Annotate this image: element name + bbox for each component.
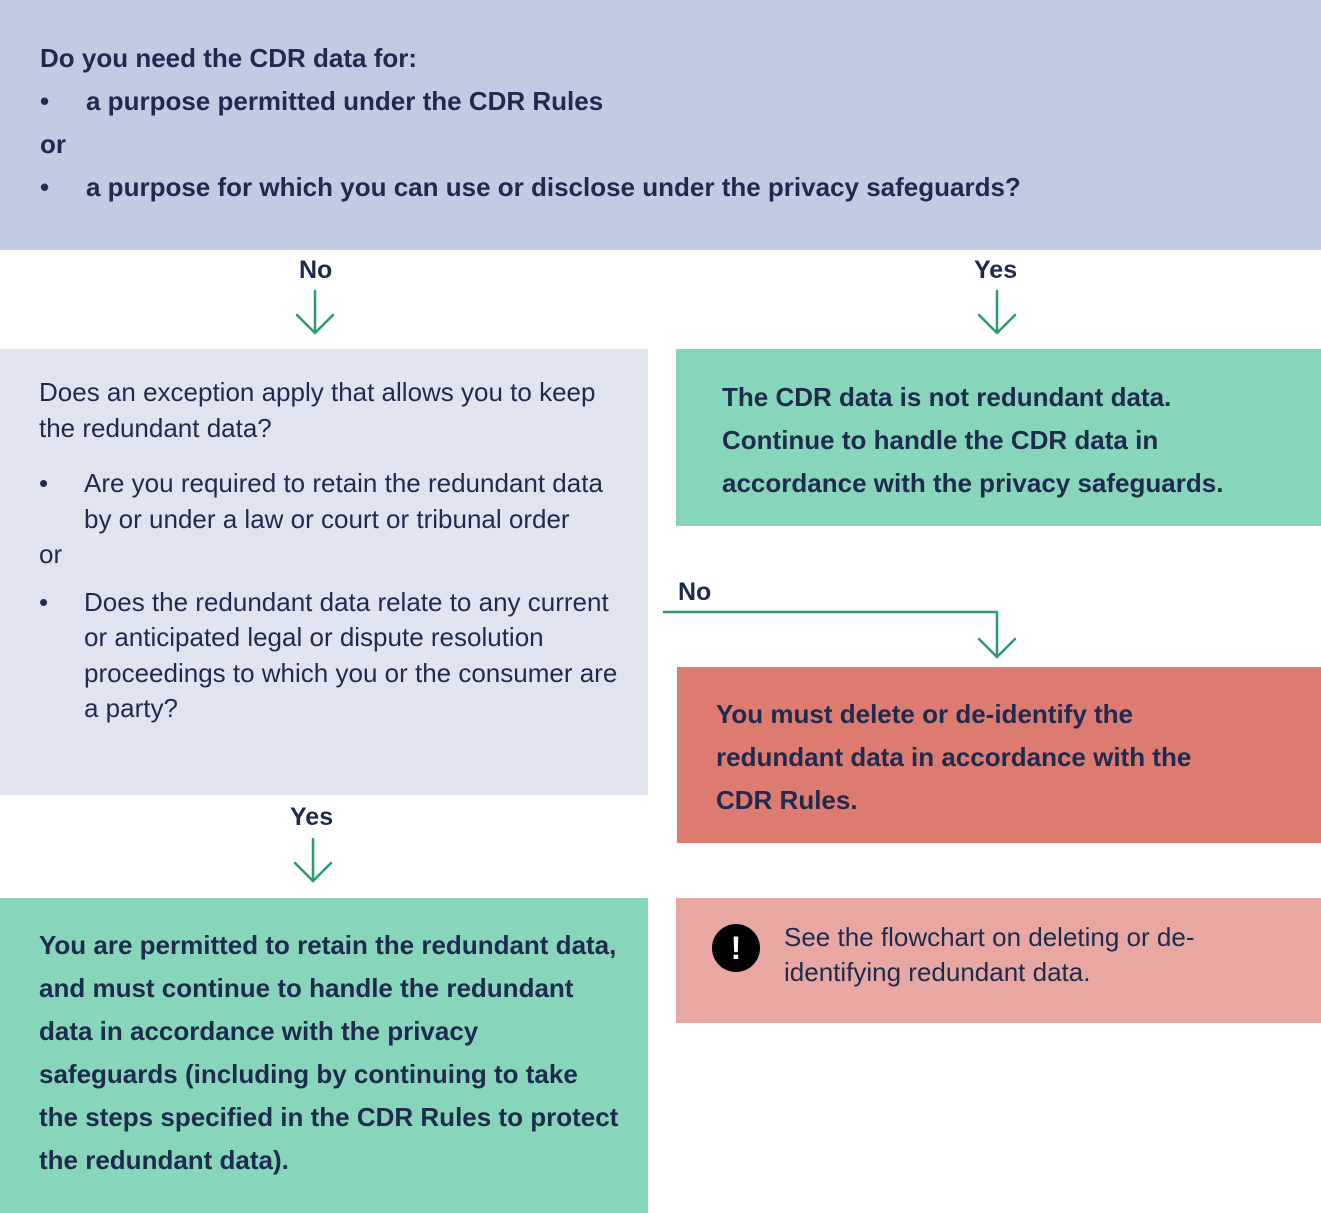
question-bullet-2: • a purpose for which you can use or dis…: [40, 169, 1281, 212]
exception-bullet-2: • Does the redundant data relate to any …: [39, 585, 618, 727]
exception-bullet-2-text: Does the redundant data relate to any cu…: [84, 586, 618, 724]
question-or: or: [40, 129, 66, 159]
not-redundant-line-2: Continue to handle the CDR data in: [722, 425, 1159, 455]
label-no-middle: No: [678, 578, 712, 606]
delete-box: You must delete or de-identify the redun…: [677, 667, 1321, 843]
flowchart-notice-box: See the flowchart on deleting or de-iden…: [676, 898, 1321, 1023]
question-heading: Do you need the CDR data for:: [40, 43, 418, 73]
not-redundant-line-1: The CDR data is not redundant data.: [722, 382, 1172, 412]
arrow-yes-bottom: [293, 837, 333, 883]
arrow-yes-top: [977, 289, 1017, 335]
exclamation-icon: !: [712, 924, 760, 972]
bullet-dot: •: [39, 468, 49, 498]
arrow-no-middle: [662, 610, 1017, 659]
delete-text: You must delete or de-identify the redun…: [716, 699, 1192, 815]
permitted-box: You are permitted to retain the redundan…: [0, 898, 648, 1213]
label-yes-bottom: Yes: [290, 803, 334, 831]
not-redundant-line-3: accordance with the privacy safeguards.: [722, 468, 1224, 498]
label-yes-top: Yes: [974, 256, 1018, 284]
bullet-dot: •: [40, 172, 50, 202]
flowchart-notice-text: See the flowchart on deleting or de-iden…: [784, 922, 1195, 987]
permitted-text: You are permitted to retain the redundan…: [39, 930, 619, 1175]
bullet-dot: •: [39, 586, 49, 617]
question-bullet-1-text: a purpose permitted under the CDR Rules: [86, 86, 604, 116]
question-bullet-1: • a purpose permitted under the CDR Rule…: [40, 83, 1281, 126]
label-no-top: No: [299, 256, 333, 284]
exception-question: Does an exception apply that allows you …: [39, 377, 596, 443]
question-box: Do you need the CDR data for: • a purpos…: [0, 0, 1321, 250]
exception-bullet-1-text: Are you required to retain the redundant…: [84, 468, 603, 534]
question-bullet-2-text: a purpose for which you can use or discl…: [86, 172, 1021, 202]
not-redundant-box: The CDR data is not redundant data. Cont…: [676, 349, 1321, 526]
arrow-no-top: [295, 289, 335, 335]
exception-box: Does an exception apply that allows you …: [0, 349, 648, 795]
exception-or: or: [39, 539, 63, 569]
exception-bullet-1: • Are you required to retain the redunda…: [39, 466, 618, 537]
bullet-dot: •: [40, 86, 50, 116]
